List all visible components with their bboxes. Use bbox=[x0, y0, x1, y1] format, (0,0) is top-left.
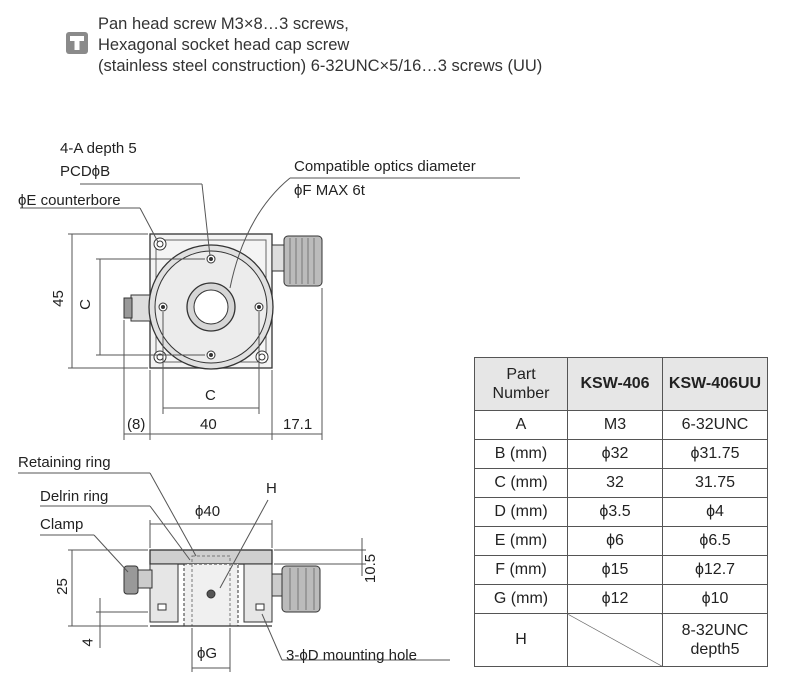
row-label: F (mm) bbox=[474, 555, 568, 585]
ksw406uu-value: ϕ4 bbox=[662, 497, 768, 527]
ksw406-value: ϕ32 bbox=[567, 439, 663, 469]
ksw406uu-value: ϕ10 bbox=[662, 584, 768, 614]
spec-table: Part Number KSW-406 KSW-406UU A M3 6-32U… bbox=[474, 357, 768, 667]
row-label: B (mm) bbox=[474, 439, 568, 469]
table-row: D (mm) ϕ3.5 ϕ4 bbox=[474, 497, 768, 527]
row-label: E (mm) bbox=[474, 526, 568, 556]
ksw406-value: ϕ3.5 bbox=[567, 497, 663, 527]
ksw406-value-empty bbox=[567, 613, 663, 667]
row-label: A bbox=[474, 410, 568, 440]
row-label: H bbox=[474, 613, 568, 667]
dim-height-10-5: 10.5 bbox=[362, 553, 380, 584]
ksw406uu-value: ϕ31.75 bbox=[662, 439, 768, 469]
pcd-label: PCDϕB bbox=[60, 163, 111, 180]
table-row: C (mm) 32 31.75 bbox=[474, 468, 768, 498]
note-line: Pan head screw M3×8…3 screws, bbox=[98, 15, 349, 33]
h-thread: 8-32UNC bbox=[681, 622, 749, 639]
note-line: Hexagonal socket head cap screw bbox=[98, 36, 350, 54]
table-row: F (mm) ϕ15 ϕ12.7 bbox=[474, 555, 768, 585]
counterbore-label: ϕE counterbore bbox=[18, 192, 121, 209]
note-line: (stainless steel construction) 6-32UNC×5… bbox=[98, 57, 543, 75]
dim-height-4: 4 bbox=[79, 638, 97, 647]
dim-c-vertical: C bbox=[76, 299, 94, 310]
row-label: G (mm) bbox=[474, 584, 568, 614]
dim-height-45: 45 bbox=[49, 290, 67, 307]
ksw406-value: ϕ12 bbox=[567, 584, 663, 614]
optics-max-label: ϕF MAX 6t bbox=[294, 182, 365, 199]
delrin-ring-label: Delrin ring bbox=[40, 488, 109, 505]
optics-diameter-label: Compatible optics diameter bbox=[294, 158, 476, 175]
ksw406-value: M3 bbox=[567, 410, 663, 440]
dim-height-25: 25 bbox=[53, 578, 71, 595]
header-ksw406uu: KSW-406UU bbox=[662, 357, 768, 411]
clamp-label: Clamp bbox=[40, 516, 84, 533]
top-view bbox=[20, 177, 520, 440]
front-view bbox=[18, 472, 450, 672]
ksw406uu-value: 6-32UNC bbox=[662, 410, 768, 440]
dim-knob: 17.1 bbox=[283, 416, 313, 433]
row-label: D (mm) bbox=[474, 497, 568, 527]
dim-diameter-40: ϕ40 bbox=[195, 503, 221, 520]
ksw406uu-value: 31.75 bbox=[662, 468, 768, 498]
dim-c-horizontal: C bbox=[205, 387, 216, 404]
ksw406-value: 32 bbox=[567, 468, 663, 498]
dim-offset: (8) bbox=[127, 416, 146, 433]
ksw406uu-value: ϕ6.5 bbox=[662, 526, 768, 556]
mounting-hole-label: 3-ϕD mounting hole bbox=[286, 647, 417, 664]
dim-width-40: 40 bbox=[200, 416, 217, 433]
ksw406uu-value: ϕ12.7 bbox=[662, 555, 768, 585]
table-row: G (mm) ϕ12 ϕ10 bbox=[474, 584, 768, 614]
dim-diameter-g: ϕG bbox=[197, 645, 218, 662]
header-part-number: Part Number bbox=[474, 357, 568, 411]
screw-icon bbox=[66, 32, 88, 54]
hole-spec-label: 4-A depth 5 bbox=[60, 140, 137, 157]
table-header-row: Part Number KSW-406 KSW-406UU bbox=[474, 357, 768, 411]
ksw406-value: ϕ6 bbox=[567, 526, 663, 556]
header-ksw406: KSW-406 bbox=[567, 357, 663, 411]
table-row: A M3 6-32UNC bbox=[474, 410, 768, 440]
h-label: H bbox=[266, 480, 277, 497]
ksw406-value: ϕ15 bbox=[567, 555, 663, 585]
row-label: C (mm) bbox=[474, 468, 568, 498]
retaining-ring-label: Retaining ring bbox=[18, 454, 111, 471]
table-row: B (mm) ϕ32 ϕ31.75 bbox=[474, 439, 768, 469]
ksw406uu-value: 8-32UNC depth5 bbox=[662, 613, 768, 667]
h-depth: depth5 bbox=[690, 641, 740, 658]
table-row: H 8-32UNC depth5 bbox=[474, 613, 768, 667]
note-text: Pan head screw M3×8…3 screws, Hexagonal … bbox=[98, 14, 698, 77]
table-row: E (mm) ϕ6 ϕ6.5 bbox=[474, 526, 768, 556]
